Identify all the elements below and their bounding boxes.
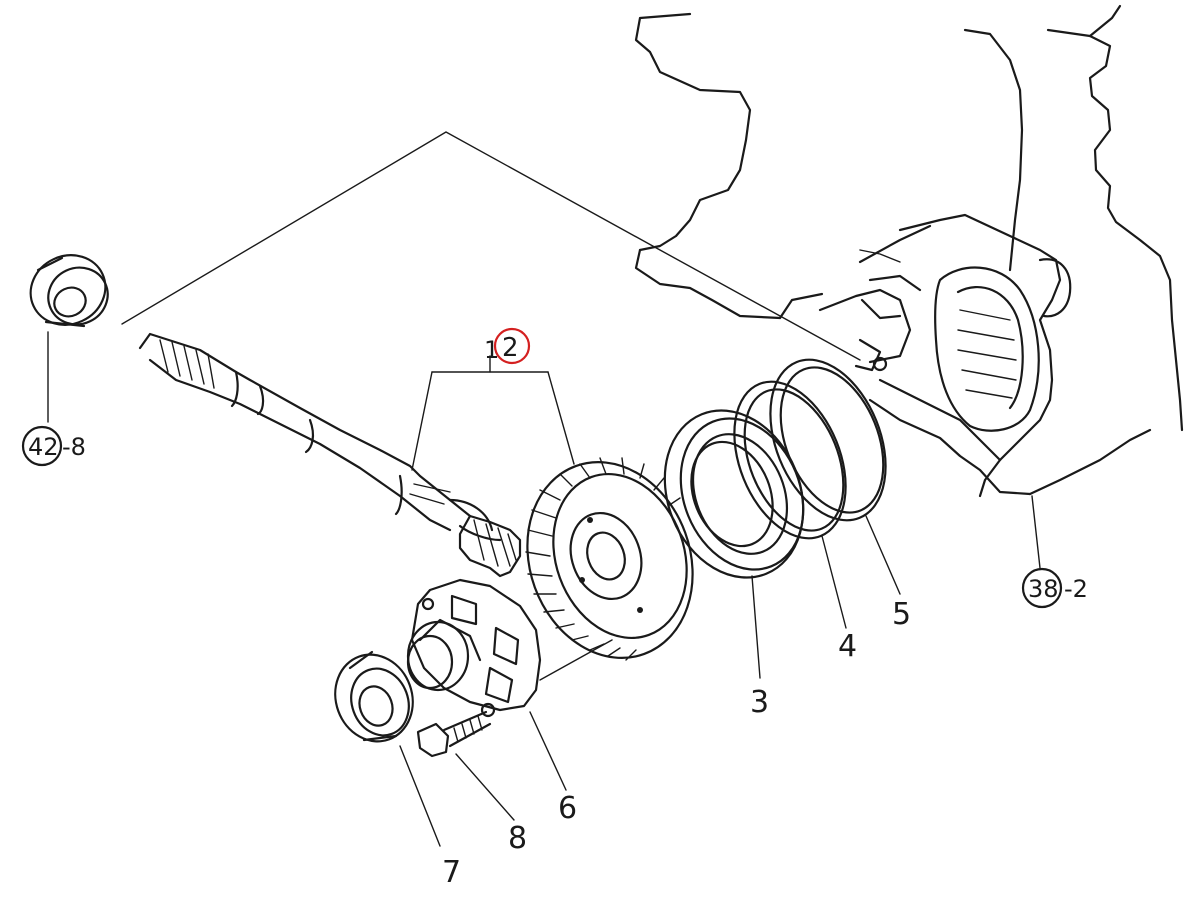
ref-circled-38: 38 <box>1028 575 1059 603</box>
bearing-left <box>29 254 109 423</box>
part-label-4: 4 <box>838 629 857 664</box>
leader-lines <box>399 495 1041 847</box>
highlighted-callout: 1 2 <box>484 327 531 365</box>
part-label-3: 3 <box>750 685 769 720</box>
highlight-circle <box>493 327 531 365</box>
shim-ring <box>733 380 847 540</box>
differential-carrier <box>406 578 613 718</box>
bearing-small <box>334 650 414 743</box>
bolt <box>416 710 492 758</box>
ref-suffix-42: -8 <box>62 433 86 461</box>
assembly-bracket <box>411 355 575 471</box>
part-label-6: 6 <box>558 791 577 826</box>
ref-suffix-38: -2 <box>1064 575 1088 603</box>
ring-gear <box>525 457 694 661</box>
shaft-axis-leader <box>121 131 861 361</box>
reference-42-8: 42 -8 <box>21 425 86 467</box>
gearbox-housing <box>634 4 1184 498</box>
callout-number: 2 <box>502 333 519 363</box>
reference-38-2: 38 -2 <box>1021 567 1088 609</box>
part-label-5: 5 <box>892 597 911 632</box>
ref-circled-42: 42 <box>28 433 59 461</box>
splined-pinion-shaft <box>138 332 522 578</box>
part-label-7: 7 <box>442 855 461 890</box>
part-label-8: 8 <box>508 821 527 856</box>
spacer-ring <box>769 358 887 522</box>
